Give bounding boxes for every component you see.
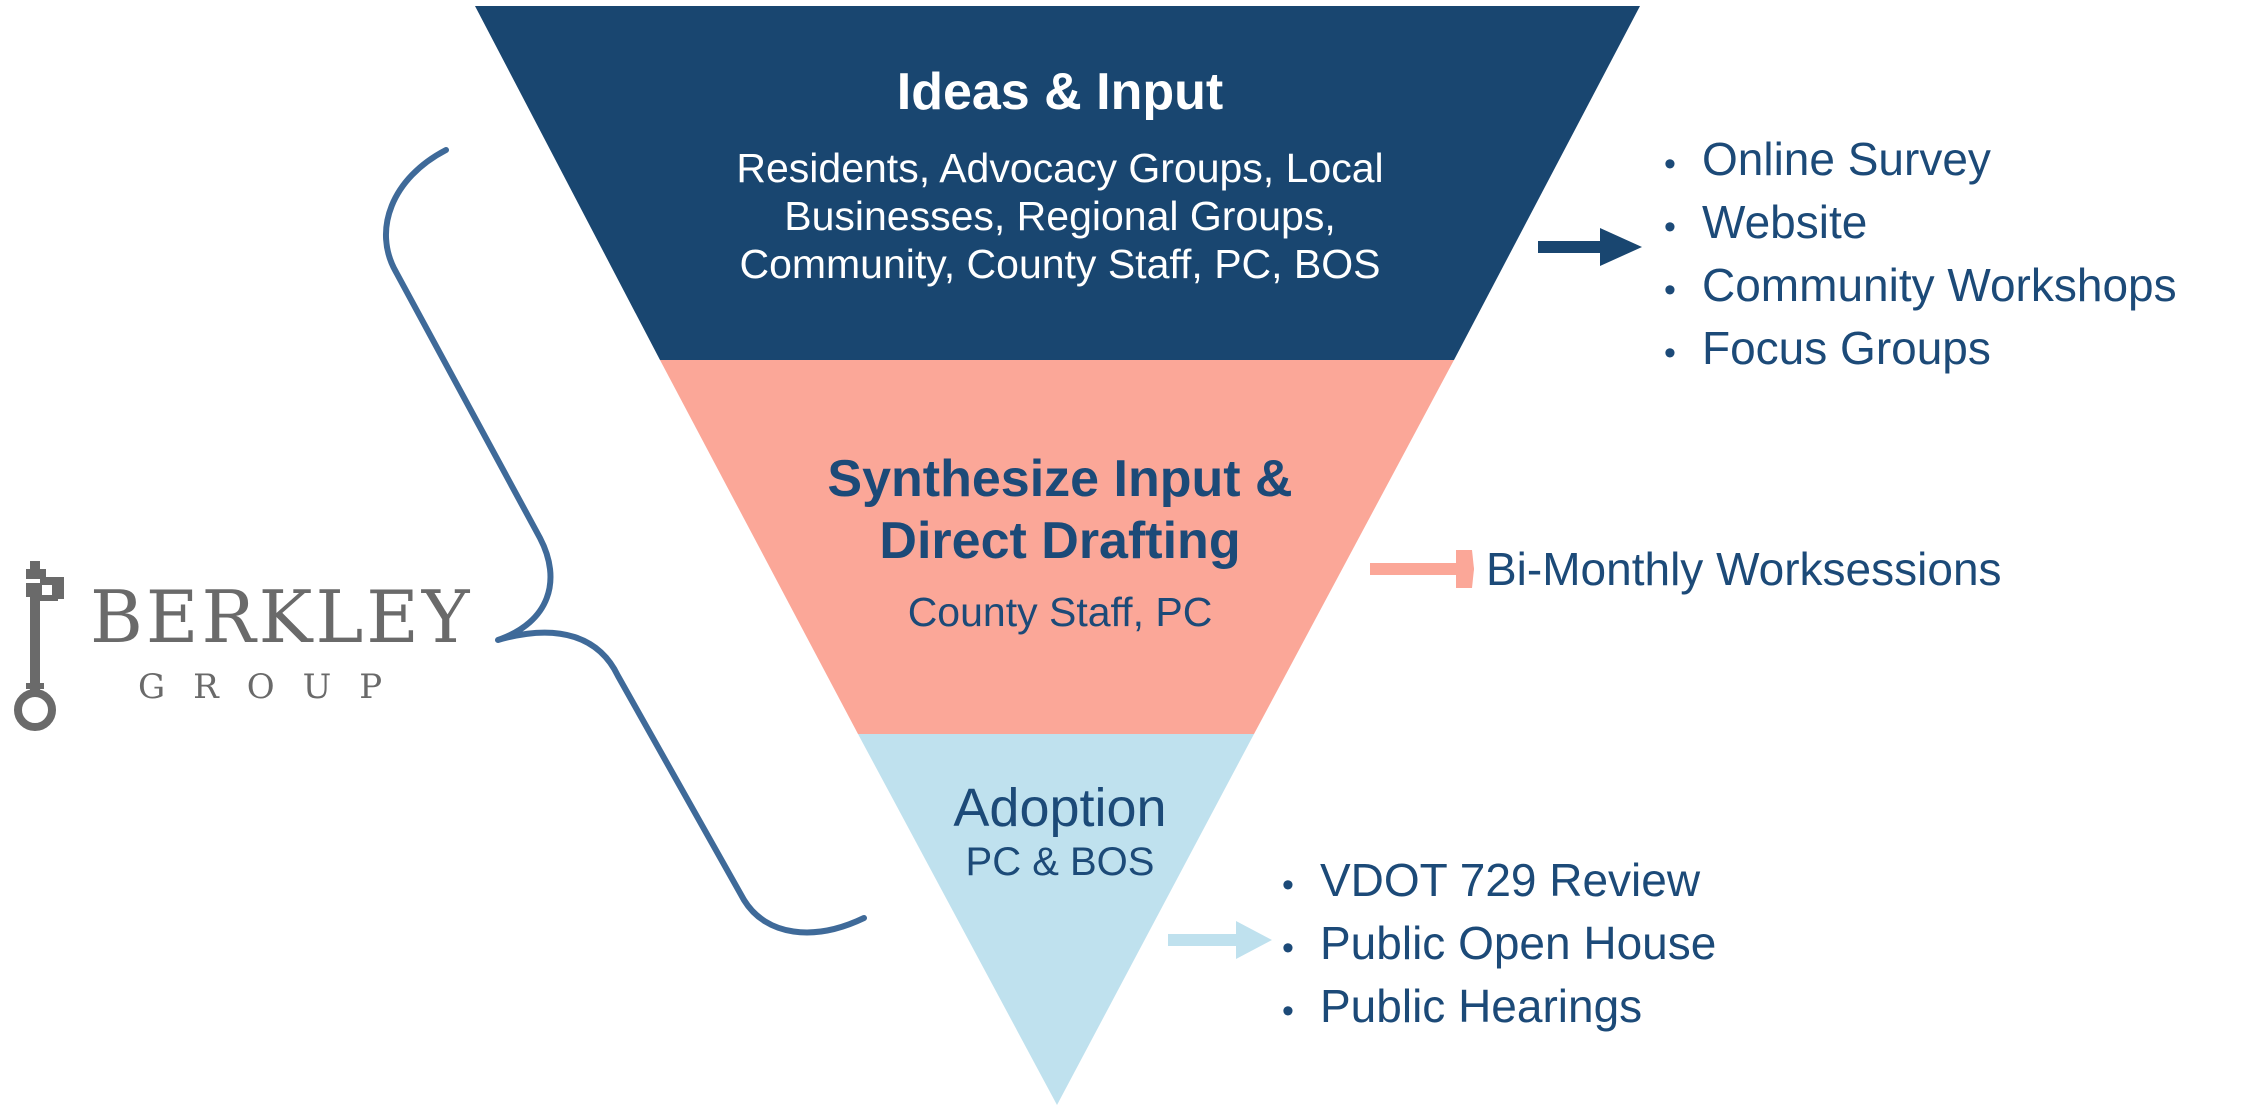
adoption-methods-list: • VDOT 729 Review • Public Open House • Pub… bbox=[1282, 851, 1716, 1040]
bullet-icon: • bbox=[1664, 208, 1676, 246]
tier-adoption-text: Adoption PC & BOS bbox=[860, 778, 1260, 886]
list-item-label: VDOT 729 Review bbox=[1320, 854, 1701, 906]
synthesize-method-label: Bi-Monthly Worksessions bbox=[1486, 543, 2002, 595]
tier-synthesize-text: Synthesize Input & Direct Drafting Count… bbox=[760, 448, 1360, 636]
funnel-tier-ideas-input bbox=[475, 6, 1640, 360]
list-item-label: Online Survey bbox=[1702, 133, 1991, 185]
tier-title: Synthesize Input & Direct Drafting bbox=[760, 448, 1360, 572]
tier-ideas-input-text: Ideas & Input Residents, Advocacy Groups… bbox=[680, 62, 1440, 288]
tier-title: Adoption bbox=[953, 778, 1167, 838]
list-item-label: Community Workshops bbox=[1702, 259, 2177, 311]
bullet-icon: • bbox=[1664, 271, 1676, 309]
list-item-label: Focus Groups bbox=[1702, 322, 1991, 374]
list-item-label: Website bbox=[1702, 196, 1868, 248]
bullet-icon: • bbox=[1664, 145, 1676, 183]
tier-subtitle: PC & BOS bbox=[965, 840, 1155, 884]
funnel-tier-adoption bbox=[858, 734, 1254, 1105]
berkley-group-logo: BERKLEY GROUP bbox=[8, 555, 469, 735]
curly-brace-icon bbox=[383, 147, 867, 936]
tier-subtitle-line: Businesses, Regional Groups, bbox=[784, 193, 1336, 239]
funnel-tier-synthesize bbox=[660, 360, 1454, 734]
bullet-icon: • bbox=[1282, 992, 1294, 1030]
list-item-label: Public Hearings bbox=[1320, 980, 1643, 1032]
bullet-icon: • bbox=[1664, 334, 1676, 372]
list-item: • Public Open House bbox=[1282, 914, 1716, 977]
list-item: • Public Hearings bbox=[1282, 977, 1716, 1040]
key-icon bbox=[14, 561, 64, 731]
tier-title: Ideas & Input bbox=[896, 63, 1224, 121]
logo-subname: GROUP bbox=[138, 667, 411, 707]
tier-subtitle-line: Residents, Advocacy Groups, Local bbox=[736, 145, 1384, 191]
list-item: • VDOT 729 Review bbox=[1282, 851, 1716, 914]
tier-subtitle-line: Community, County Staff, PC, BOS bbox=[739, 241, 1381, 287]
tier-title-line: Synthesize Input & bbox=[827, 450, 1293, 508]
bullet-icon: • bbox=[1282, 929, 1294, 967]
ideas-input-methods-list: • Online Survey • Website • Community Works… bbox=[1664, 130, 2177, 382]
right-arrow-icon bbox=[1168, 921, 1272, 959]
list-item: • Focus Groups bbox=[1664, 319, 2177, 382]
bullet-icon: • bbox=[1282, 866, 1294, 904]
right-arrow-icon bbox=[1370, 550, 1474, 588]
list-item: • Community Workshops bbox=[1664, 256, 2177, 319]
tier-subtitle: County Staff, PC bbox=[907, 589, 1213, 635]
logo-name: BERKLEY bbox=[90, 575, 473, 659]
tier-subtitle: Residents, Advocacy Groups, Local Busine… bbox=[680, 144, 1440, 288]
list-item: • Website bbox=[1664, 193, 2177, 256]
list-item: • Online Survey bbox=[1664, 130, 2177, 193]
list-item-label: Public Open House bbox=[1320, 917, 1717, 969]
right-arrow-icon bbox=[1538, 228, 1642, 266]
tier-title-line: Direct Drafting bbox=[879, 512, 1241, 570]
